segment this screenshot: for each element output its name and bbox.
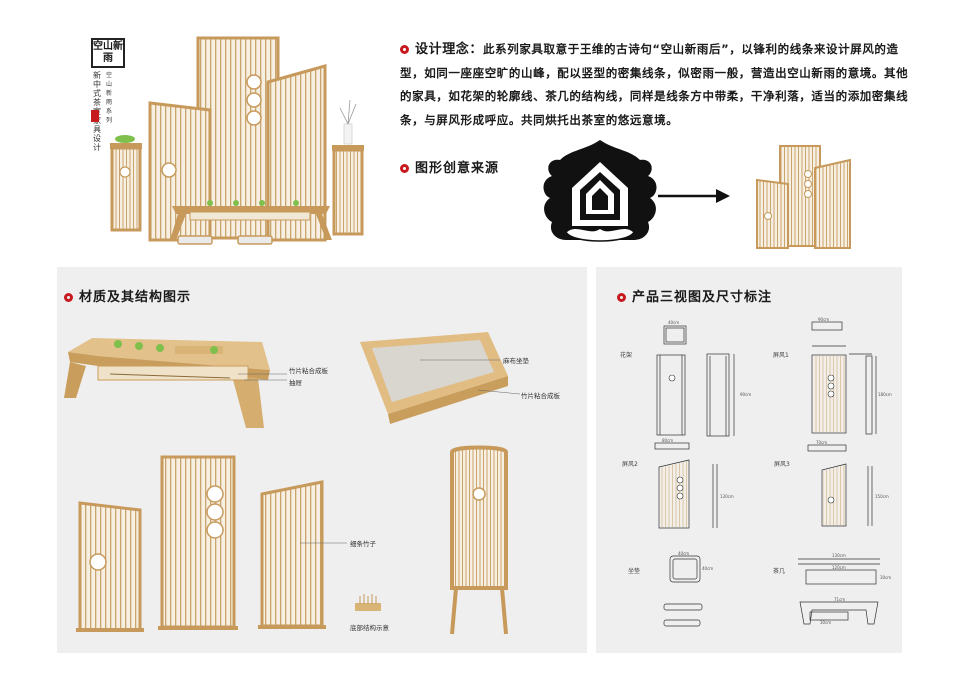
- bullet-icon: [64, 293, 73, 302]
- bullet-icon: [400, 45, 409, 54]
- dim-screen1-h: 180cm: [878, 392, 892, 397]
- brand-logo: 空山新雨 新中式茶室家具设计 空山新雨系列: [91, 38, 125, 152]
- hero-stand-left: [110, 146, 142, 232]
- materials-heading: 材质及其结构图示: [64, 286, 191, 305]
- concept-text: 此系列家具取意于王维的古诗句“空山新雨后”，以锋利的线条来设计屏风的造型，如同一…: [400, 42, 909, 127]
- screen-group-small: [756, 145, 851, 249]
- dim-table-w1: 130cm: [832, 553, 846, 558]
- dim-cushion-d: 40cm: [702, 566, 714, 571]
- label-drawer: 抽屉: [289, 379, 302, 387]
- design-concept: 设计理念：此系列家具取意于王维的古诗句“空山新雨后”，以锋利的线条来设计屏风的造…: [400, 38, 920, 132]
- dim-cushion-w: 40cm: [678, 551, 690, 556]
- dim-screen3-w: 70cm: [816, 440, 828, 445]
- views-panel: [596, 267, 902, 653]
- dim-stand-w: 40cm: [668, 320, 680, 325]
- dim-screen1-w: 90cm: [818, 317, 830, 322]
- dim-stand-h: 90cm: [740, 392, 752, 397]
- hero-tea-table: [170, 200, 332, 240]
- logo-title: 空山新雨: [91, 38, 125, 68]
- hero-screen-tall: [196, 36, 280, 240]
- hero-stand-right: [332, 148, 364, 236]
- graphic-source-heading: 图形创意来源: [400, 157, 499, 176]
- label-screen2: 屏风2: [622, 461, 638, 468]
- label-screen1: 屏风1: [773, 352, 789, 359]
- label-flower-stand: 花架: [620, 352, 633, 359]
- materials-panel: [57, 267, 587, 653]
- hero-screen-right: [266, 64, 327, 242]
- bullet-icon: [617, 293, 626, 302]
- views-heading: 产品三视图及尺寸标注: [617, 286, 772, 305]
- label-screen3: 屏风3: [774, 461, 790, 468]
- dim-screen2-h: 130cm: [720, 494, 734, 499]
- dim-table-leg: 71cm: [834, 597, 846, 602]
- dim-screen3-h: 150cm: [875, 494, 889, 499]
- label-cushion-fabric: 麻布坐垫: [503, 357, 529, 365]
- label-thin-bamboo: 细条竹子: [350, 540, 376, 548]
- logo-seal: [91, 110, 99, 122]
- hero-screen-left: [148, 101, 212, 242]
- bullet-icon: [400, 164, 409, 173]
- label-base-structure: 底部结构示意: [350, 624, 389, 632]
- dim-table-h: 30cm: [880, 575, 892, 580]
- concept-title: 设计理念：: [415, 42, 484, 57]
- dim-screen2-w: 80cm: [662, 438, 674, 443]
- dim-table-w2: 120cm: [832, 565, 846, 570]
- label-tea-table: 茶几: [773, 568, 786, 575]
- label-cushion: 坐垫: [628, 568, 641, 575]
- label-table-panel: 竹片粘合成板: [289, 367, 328, 375]
- mountain-emblem: [543, 140, 657, 242]
- logo-caption: 空山新雨系列: [106, 72, 113, 124]
- dim-table-d: 30cm: [820, 620, 832, 625]
- label-cushion-frame: 竹片粘合成板: [521, 392, 560, 400]
